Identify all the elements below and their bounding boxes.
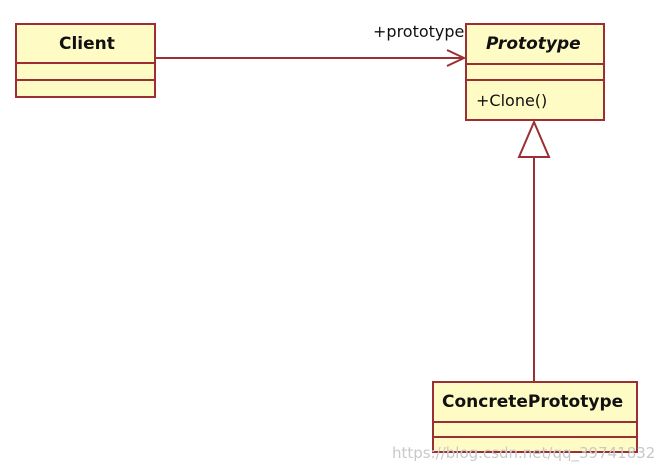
prototype-operation-clone: +Clone() [476, 90, 548, 110]
association-role-label: +prototype [373, 22, 465, 41]
watermark-text: https://blog.csdn.net/qq_39741832 [392, 444, 656, 462]
client-class-name: Client [17, 25, 154, 64]
concrete-prototype-attributes-compartment [434, 423, 636, 438]
prototype-operations-compartment: +Clone() [467, 81, 603, 119]
client-class-box[interactable]: Client [15, 23, 156, 98]
prototype-class-name: Prototype [467, 25, 603, 65]
concrete-prototype-class-name: ConcretePrototype [434, 383, 636, 423]
client-operations-compartment [17, 81, 154, 96]
prototype-attributes-compartment [467, 65, 603, 81]
prototype-class-box[interactable]: Prototype +Clone() [465, 23, 605, 121]
client-attributes-compartment [17, 64, 154, 81]
association-arrowhead [446, 49, 467, 67]
generalization-triangle [517, 119, 551, 158]
concrete-prototype-class-box[interactable]: ConcretePrototype [432, 381, 638, 453]
